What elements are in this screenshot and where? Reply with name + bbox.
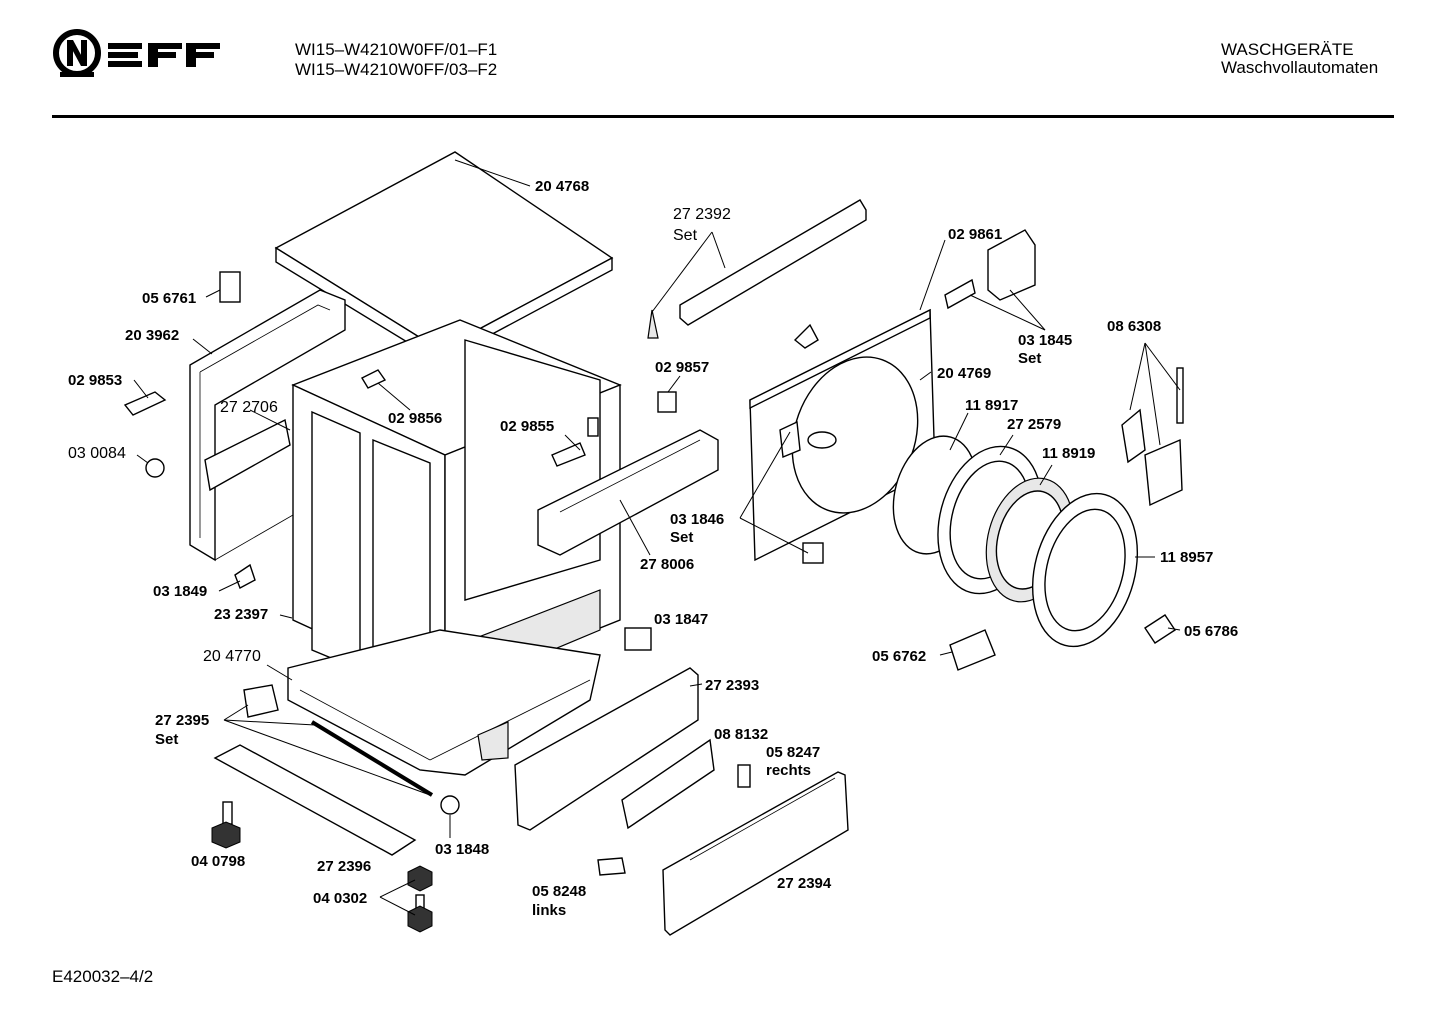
kickplate-part	[514, 667, 715, 831]
part-label-031846: 03 1846	[670, 511, 724, 528]
hinge-part	[944, 229, 1036, 310]
small-parts	[123, 271, 1176, 933]
part-label-056786: 05 6786	[1184, 623, 1238, 640]
part-label-118917: 11 8917	[965, 397, 1018, 414]
part-label-040798: 04 0798	[191, 853, 245, 870]
plinth-part	[662, 771, 849, 936]
door-frame-part	[1031, 492, 1139, 648]
part-label-272396: 27 2396	[317, 858, 371, 875]
part-label-031848: 03 1848	[435, 841, 489, 858]
part-label-232397: 23 2397	[214, 606, 268, 623]
part-label-204769: 20 4769	[937, 365, 991, 382]
part-label-031849: 03 1849	[153, 583, 207, 600]
document-code: E420032–4/2	[52, 967, 154, 986]
part-label-204770: 20 4770	[203, 648, 261, 665]
model-number-2: WI15–W4210W0FF/03–F2	[295, 60, 498, 79]
header-divider	[52, 115, 1394, 118]
part-label-058247-side: rechts	[766, 762, 811, 779]
part-label-118919: 11 8919	[1042, 445, 1095, 462]
part-label-056762: 05 6762	[872, 648, 926, 665]
part-label-086308: 08 6308	[1107, 318, 1161, 335]
part-label-272395: 27 2395	[155, 712, 209, 729]
part-label-272579: 27 2579	[1007, 416, 1061, 433]
part-label-031846-set: Set	[670, 529, 693, 546]
part-label-118957: 11 8957	[1160, 549, 1213, 566]
part-label-058248: 05 8248	[532, 883, 586, 900]
side-frame-part	[189, 289, 346, 562]
part-label-029855: 02 9855	[500, 418, 554, 435]
part-label-029857: 02 9857	[655, 359, 709, 376]
part-label-272393: 27 2393	[705, 677, 759, 694]
part-label-272395-set: Set	[155, 731, 178, 748]
part-label-203962: 20 3962	[125, 327, 179, 344]
leader-lines	[133, 231, 1181, 916]
insulation-plate-part	[213, 744, 417, 856]
control-panel-part	[537, 429, 719, 556]
part-label-029853: 02 9853	[68, 372, 122, 389]
part-label-058248-side: links	[532, 902, 566, 919]
base-part	[287, 629, 601, 776]
part-label-204768: 20 4768	[535, 178, 589, 195]
handle-part	[647, 199, 867, 339]
model-number-1: WI15–W4210W0FF/01–F1	[295, 40, 498, 59]
part-label-040302: 04 0302	[313, 890, 367, 907]
part-label-278006: 27 8006	[640, 556, 694, 573]
part-label-031847: 03 1847	[654, 611, 708, 628]
category-subtitle: Waschvollautomaten	[1221, 58, 1379, 77]
part-label-272392-set: Set	[673, 227, 698, 244]
part-label-272394: 27 2394	[777, 875, 832, 892]
door-lock-part	[1121, 367, 1184, 507]
neff-logo	[50, 28, 220, 80]
part-label-031845-set: Set	[1018, 350, 1041, 367]
part-labels: 20 4768 27 2392 Set 05 6761 20 3962 02 9…	[68, 178, 1238, 919]
part-label-056761: 05 6761	[142, 290, 196, 307]
category-title: WASCHGERÄTE	[1221, 40, 1354, 59]
part-label-029856: 02 9856	[388, 410, 442, 427]
part-label-088132: 08 8132	[714, 726, 768, 743]
part-label-030084: 03 0084	[68, 445, 126, 462]
part-label-272706: 27 2706	[220, 399, 278, 416]
part-label-272392: 27 2392	[673, 206, 731, 223]
part-label-058247: 05 8247	[766, 744, 820, 761]
part-label-031845: 03 1845	[1018, 332, 1072, 349]
part-label-029861: 02 9861	[948, 226, 1002, 243]
